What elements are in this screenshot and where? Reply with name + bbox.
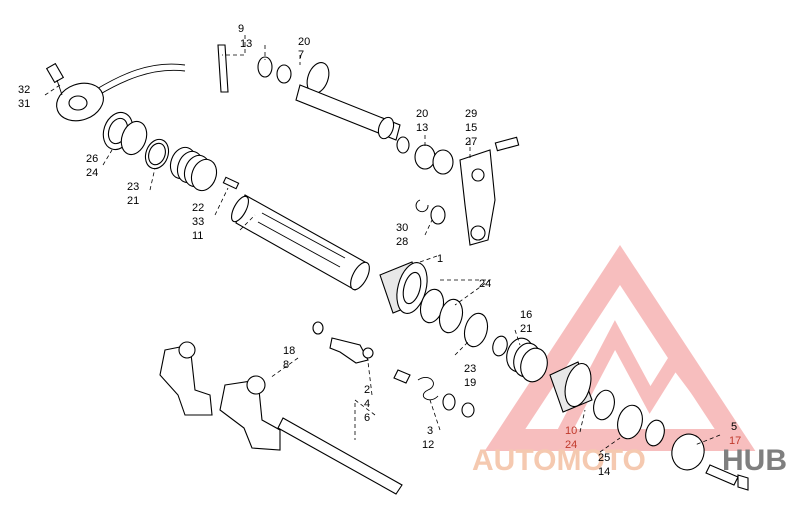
- callout-17: 17: [729, 435, 741, 447]
- callout-16: 16: [520, 309, 532, 321]
- callout-13-mid: 13: [416, 122, 428, 134]
- spring-right: [506, 337, 548, 383]
- callout-labels: 9 13 20 7 32 31 20 13 29 15 27 26 24 23 …: [18, 23, 741, 478]
- callout-30: 30: [396, 222, 408, 234]
- watermark-word-left: AUTOMOTO: [472, 444, 646, 477]
- washer-set-upper-right: [396, 136, 454, 175]
- callout-5: 5: [731, 421, 737, 433]
- callout-13-top: 13: [240, 38, 252, 50]
- stopper-lever: [312, 321, 475, 418]
- callout-4: 4: [364, 398, 370, 410]
- callout-24-mid: 24: [479, 278, 491, 290]
- callout-29: 29: [465, 108, 477, 120]
- clip-ring: [415, 199, 446, 225]
- callout-25: 25: [598, 452, 610, 464]
- shift-fork-right: [219, 375, 281, 451]
- callout-12: 12: [422, 439, 434, 451]
- leader-lines: [44, 35, 721, 453]
- callout-20-top: 20: [298, 36, 310, 48]
- callout-11: 11: [192, 230, 203, 242]
- callout-33: 33: [192, 216, 204, 228]
- washer-set-left: [102, 111, 170, 170]
- callout-15: 15: [465, 122, 477, 134]
- watermark-logo: AUTOMOTO HUB: [472, 244, 787, 477]
- callout-21-right: 21: [520, 323, 532, 335]
- callout-28: 28: [396, 236, 408, 248]
- callout-19: 19: [464, 377, 476, 389]
- shift-arm: [459, 136, 520, 246]
- callout-7: 7: [298, 49, 304, 61]
- callout-18: 18: [283, 345, 295, 357]
- callout-27: 27: [465, 136, 477, 148]
- watermark-word-right: HUB: [722, 444, 787, 477]
- shift-fork-left: [159, 341, 213, 416]
- callout-14: 14: [598, 466, 610, 478]
- callout-22: 22: [192, 202, 204, 214]
- spring-left: [169, 146, 218, 192]
- fork-shaft: [277, 417, 403, 495]
- callout-32: 32: [18, 84, 30, 96]
- shift-shaft-upper: [217, 44, 401, 141]
- callout-20-mid: 20: [416, 108, 428, 120]
- callout-23-left: 23: [127, 181, 139, 193]
- callout-8: 8: [283, 359, 289, 371]
- shift-drum: [231, 194, 370, 291]
- callout-23-right: 23: [464, 363, 476, 375]
- bearing-lower-right: [549, 361, 749, 491]
- callout-10: 10: [565, 425, 577, 437]
- callout-21-left: 21: [127, 195, 139, 207]
- bearing-assembly: [379, 261, 508, 357]
- callout-9: 9: [238, 23, 244, 35]
- callout-26: 26: [86, 153, 98, 165]
- callout-2: 2: [364, 384, 370, 396]
- callout-1: 1: [437, 253, 443, 265]
- callout-3: 3: [427, 425, 433, 437]
- callout-6: 6: [364, 412, 370, 424]
- shift-sensor-assembly: [45, 62, 186, 122]
- callout-24-left: 24: [86, 167, 98, 179]
- pin-detent: [222, 176, 240, 190]
- callout-31: 31: [18, 98, 30, 110]
- callout-24-right: 24: [565, 439, 577, 451]
